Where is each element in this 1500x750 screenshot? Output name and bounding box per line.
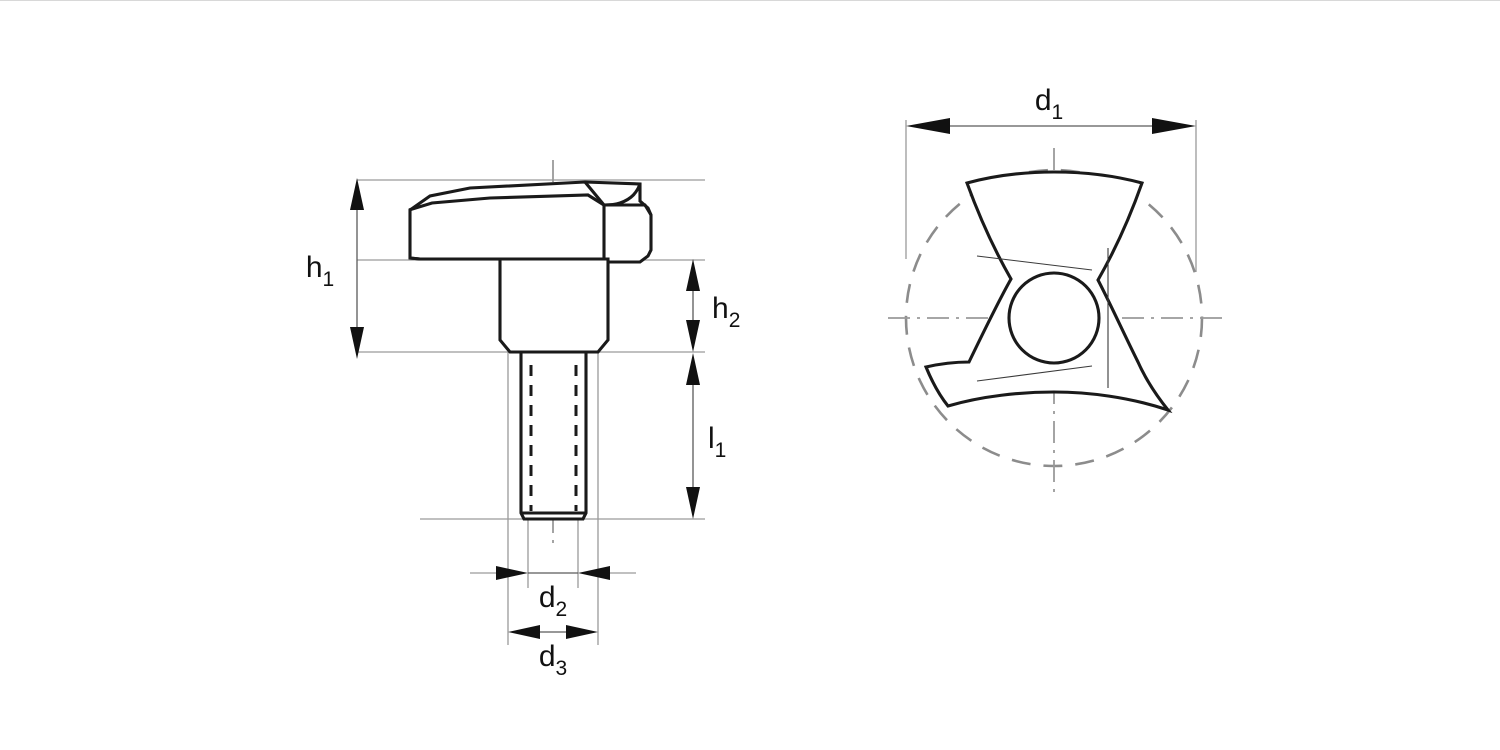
arrow-d1-right [1152, 118, 1196, 134]
dimension-label-h1: h1 [306, 251, 334, 291]
arrow-d3-left [508, 625, 540, 639]
arrow-d3-right [566, 625, 598, 639]
dimension-label-d1: d1 [1035, 84, 1063, 124]
dimension-h2: h2 [686, 259, 740, 352]
plan-view: d1 [888, 84, 1222, 492]
arrow-d2-left [496, 566, 528, 580]
arrow-h2-up [686, 259, 700, 291]
centre-bore-circle [1007, 271, 1101, 365]
arrow-h2-down [686, 320, 700, 352]
arrow-l1-down [686, 487, 700, 519]
arrow-d1-left [906, 118, 950, 134]
dimension-d1: d1 [905, 84, 1197, 272]
dimension-d2: d2 [496, 566, 610, 621]
arrow-h1-down [350, 327, 364, 359]
side-elevation-view: h1 h2 l1 [306, 160, 740, 680]
knob-head-facets [408, 181, 653, 264]
page-top-rule [0, 0, 1500, 1]
dimension-label-d3: d3 [539, 640, 567, 680]
arrow-d2-right [578, 566, 610, 580]
dimension-label-l1: l1 [708, 422, 726, 462]
dimension-label-d2: d2 [539, 581, 567, 621]
dimension-d3: d3 [508, 625, 598, 680]
dimension-label-h2: h2 [712, 292, 740, 332]
three-lobe-knob-outline [923, 170, 1173, 414]
lobe-web-lines [976, 248, 1109, 388]
dimension-h1: h1 [306, 178, 364, 359]
dimension-l1: l1 [686, 353, 726, 519]
knob-head-outline [408, 180, 653, 264]
knob-collar [498, 257, 610, 354]
thread-root-hidden-lines [529, 365, 578, 511]
arrow-l1-up [686, 353, 700, 385]
arrow-h1-up [350, 178, 364, 210]
